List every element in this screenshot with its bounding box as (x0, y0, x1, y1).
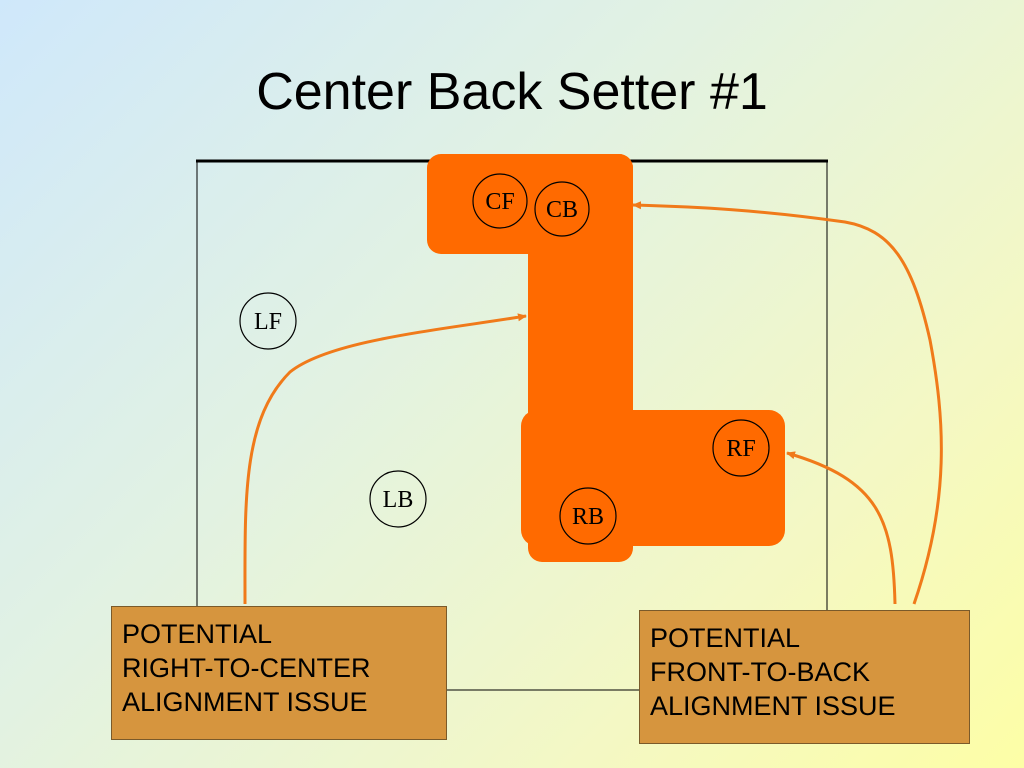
callout-right-to-center: POTENTIAL RIGHT-TO-CENTER ALIGNMENT ISSU… (111, 606, 447, 740)
rf-arrow (786, 451, 897, 605)
player-cf: CF (472, 173, 528, 229)
player-label: CF (485, 189, 514, 215)
player-cb: CB (534, 181, 590, 237)
right-to-center-arrow (243, 313, 527, 605)
slide-title: Center Back Setter #1 (256, 63, 768, 121)
player-label: LB (383, 487, 414, 513)
front-to-back-arrow (632, 201, 943, 605)
player-lf: LF (239, 292, 297, 350)
callout-line: ALIGNMENT ISSUE (650, 691, 896, 722)
player-rb: RB (559, 487, 617, 545)
player-label: LF (254, 309, 282, 335)
player-label: RB (572, 504, 604, 530)
callout-line: POTENTIAL (122, 619, 273, 649)
callout-line: ALIGNMENT ISSUE (122, 687, 368, 718)
callout-line: RIGHT-TO-CENTER (122, 653, 371, 684)
setter-path-highlight (427, 154, 785, 562)
player-rf: RF (712, 419, 770, 477)
callout-line: FRONT-TO-BACK (650, 657, 871, 688)
player-lb: LB (369, 470, 427, 528)
player-label: RF (726, 436, 755, 462)
callout-line: POTENTIAL (650, 623, 801, 653)
player-label: CB (546, 197, 578, 223)
callout-front-to-back: POTENTIAL FRONT-TO-BACK ALIGNMENT ISSUE (639, 610, 970, 744)
